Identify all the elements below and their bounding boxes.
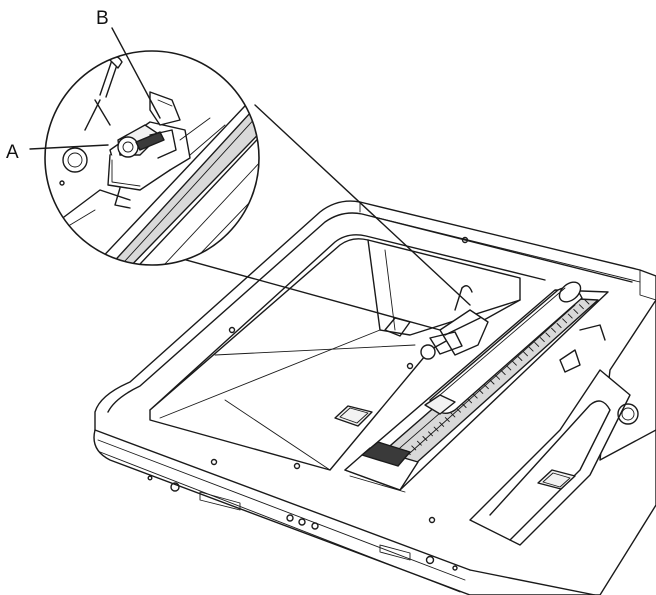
rail-tick (528, 346, 534, 352)
rail-tick (500, 370, 506, 376)
rail-tick (422, 436, 428, 441)
detail-magnified-view (44, 50, 260, 266)
rail-tick (511, 360, 517, 366)
rail-tick (578, 304, 584, 310)
rail-tick (467, 398, 473, 404)
rail-tick (433, 426, 439, 432)
callout-a: A (6, 142, 109, 163)
rail-tick (483, 384, 489, 390)
rail-tick (556, 323, 562, 328)
rail-tick (489, 379, 495, 385)
rail-tick (517, 356, 523, 361)
front-edge-holes (147, 475, 458, 571)
rail-tick (573, 308, 579, 314)
rail-tick (478, 388, 484, 394)
rail-tick (506, 365, 512, 371)
magnifier-leader-lines (149, 104, 471, 331)
callout-b: B (96, 8, 161, 119)
rail-tick (567, 313, 573, 319)
rail-tick (534, 341, 540, 347)
inner-basin (149, 236, 521, 471)
rail-tick (562, 318, 568, 324)
right-compartment (428, 369, 639, 546)
rail-tick (461, 403, 467, 408)
rail-tick (416, 440, 422, 446)
rail-tick (523, 351, 528, 357)
rail-tick (472, 393, 478, 399)
rail-tick (444, 417, 450, 423)
rail-tick (428, 431, 433, 437)
rail-tick (545, 332, 551, 338)
rail-tick-marks (394, 299, 590, 465)
callout-label-b: B (96, 8, 109, 29)
rail-tick (411, 445, 417, 451)
rail-tick (439, 421, 445, 427)
rail-tick (450, 412, 456, 418)
rail-tick (539, 337, 545, 343)
rail-assembly (344, 281, 609, 493)
rail-tick (551, 327, 556, 333)
rail-tick (584, 299, 590, 305)
rail-tick (495, 374, 501, 380)
latch-mechanism (420, 285, 489, 415)
callout-label-a: A (6, 142, 19, 163)
